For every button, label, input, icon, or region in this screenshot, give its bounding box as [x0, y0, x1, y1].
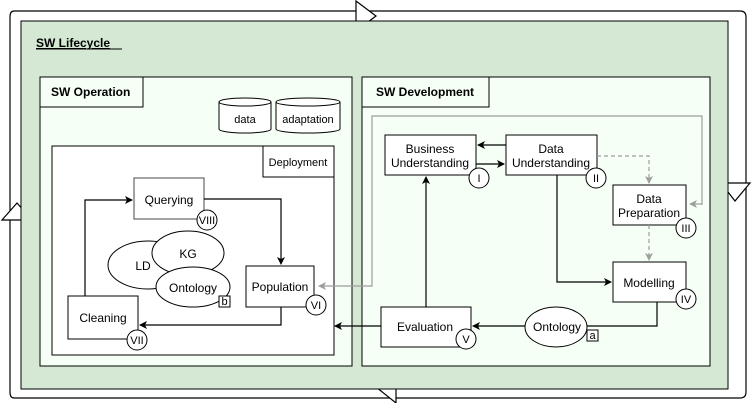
- querying-badge: [196, 209, 218, 231]
- evaluation-badge-label: V: [462, 334, 470, 346]
- ontology-a-ellipse: [524, 306, 588, 348]
- population-badge-label: VI: [311, 300, 321, 312]
- data-store-label: data: [234, 114, 256, 126]
- sw-development-tab: [361, 76, 490, 108]
- querying-node[interactable]: [133, 177, 205, 220]
- data-understanding-label-2: Understanding: [512, 156, 590, 170]
- business-understanding-badge: [468, 167, 490, 189]
- edge-cleaning-to-querying: [84, 196, 133, 296]
- kg-label: KG: [179, 247, 196, 261]
- lifecycle-title: SW Lifecycle: [36, 36, 110, 50]
- edge-data-understanding-to-preparation: [597, 155, 653, 184]
- business-understanding-label-1: Business: [406, 142, 455, 156]
- data-preparation-label-2: Preparation: [618, 206, 680, 220]
- ld-label: LD: [135, 259, 151, 273]
- cleaning-badge-label: VII: [130, 335, 143, 347]
- ontology-b-label: Ontology: [169, 281, 217, 295]
- adaptation-store: adaptation: [275, 97, 341, 134]
- modelling-label: Modelling: [623, 276, 674, 290]
- data-preparation-badge-label: III: [681, 223, 690, 235]
- edge-querying-to-population: [204, 198, 285, 265]
- ontology-a-tag-label: a: [589, 330, 596, 342]
- data-preparation-node[interactable]: [612, 184, 687, 226]
- sw-operation-tab: [39, 76, 144, 108]
- population-node[interactable]: [245, 265, 315, 308]
- edge-population-to-cleaning: [139, 307, 282, 329]
- cleaning-node[interactable]: [67, 295, 139, 340]
- business-understanding-badge-label: I: [477, 173, 480, 185]
- business-understanding-node[interactable]: [384, 134, 477, 176]
- modelling-badge: [675, 288, 697, 310]
- edge-preparation-to-population: [318, 115, 703, 290]
- sw-development-title: SW Development: [376, 85, 474, 99]
- modelling-node[interactable]: [612, 261, 687, 303]
- population-badge: [305, 294, 327, 316]
- data-understanding-badge: [585, 167, 607, 189]
- deployment-tab: [262, 145, 335, 178]
- ontology-b-ellipse: [155, 266, 231, 308]
- adaptation-store-label: adaptation: [282, 114, 333, 126]
- data-understanding-node[interactable]: [505, 134, 598, 176]
- sw-operation-panel: SW Operation data adaptation Deployment …: [39, 76, 353, 367]
- data-preparation-badge: [675, 217, 697, 239]
- data-understanding-label-1: Data: [538, 142, 564, 156]
- deployment-title: Deployment: [269, 157, 328, 169]
- modelling-badge-label: IV: [681, 294, 692, 306]
- cleaning-badge: [126, 329, 148, 351]
- sw-development-panel: SW Development Business Understanding I …: [318, 76, 711, 367]
- edge-modelling-to-ontology: [587, 302, 658, 327]
- sw-operation-title: SW Operation: [51, 85, 130, 99]
- business-understanding-label-2: Understanding: [391, 156, 469, 170]
- evaluation-label: Evaluation: [397, 320, 453, 334]
- data-preparation-label-1: Data: [636, 192, 662, 206]
- data-understanding-badge-label: II: [593, 173, 599, 185]
- evaluation-badge: [455, 328, 477, 350]
- population-label: Population: [252, 280, 309, 294]
- querying-label: Querying: [145, 193, 194, 207]
- ontology-a-label: Ontology: [533, 320, 581, 334]
- edge-data-understanding-to-modelling: [556, 175, 612, 286]
- ontology-b-tag-label: b: [221, 296, 227, 308]
- ontology-b-tag: [218, 295, 231, 308]
- cleaning-label: Cleaning: [79, 311, 126, 325]
- data-store: data: [218, 97, 272, 134]
- querying-badge-label: VIII: [199, 215, 216, 227]
- ontology-a-tag: [586, 329, 599, 342]
